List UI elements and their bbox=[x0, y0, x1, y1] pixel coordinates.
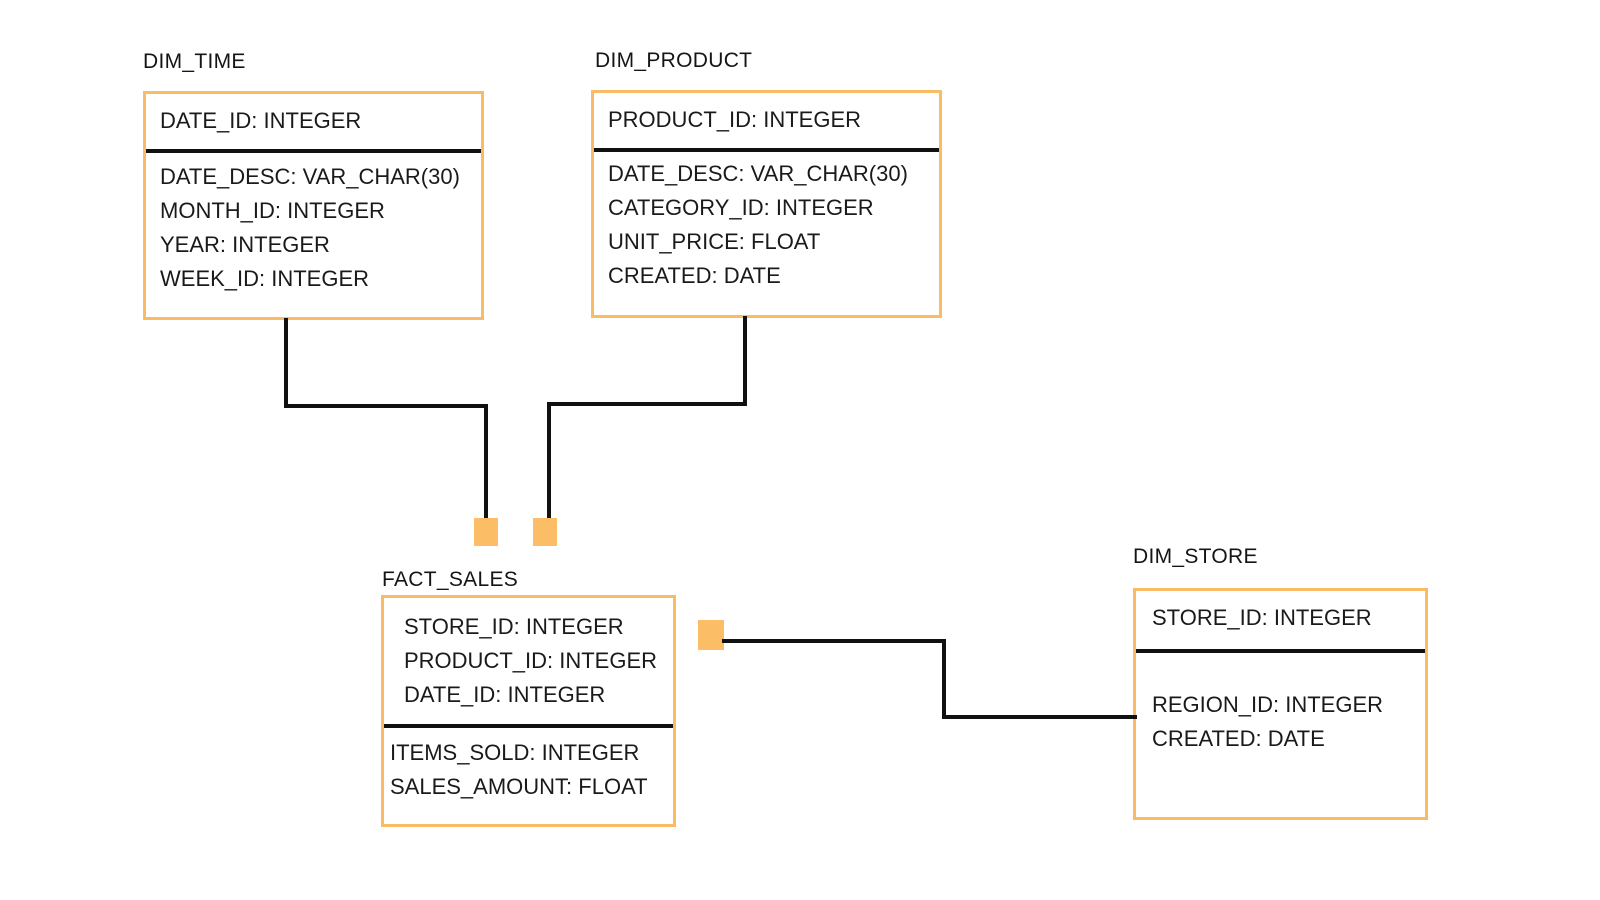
dim-product-divider bbox=[594, 148, 939, 152]
dim-store-pk-0: STORE_ID: INTEGER bbox=[1152, 605, 1372, 630]
dim-time-pk-section: DATE_ID: INTEGER bbox=[146, 94, 481, 151]
fact-sales-pk-section: STORE_ID: INTEGER PRODUCT_ID: INTEGER DA… bbox=[384, 598, 673, 724]
link-dim-time-segment-v1 bbox=[284, 318, 288, 408]
dim-time-attr-1: MONTH_ID: INTEGER bbox=[160, 198, 385, 223]
dim-product-attr-1: CATEGORY_ID: INTEGER bbox=[608, 195, 874, 220]
connector-dim-time-fact-sales[interactable] bbox=[474, 518, 498, 546]
dim-product-attr-2: UNIT_PRICE: FLOAT bbox=[608, 229, 821, 254]
link-dim-product-segment-v2 bbox=[547, 402, 551, 524]
fact-sales-divider bbox=[384, 724, 673, 728]
link-dim-product-segment-v1 bbox=[743, 316, 747, 406]
dim-store-divider bbox=[1136, 649, 1425, 653]
dim-product-pk-0: PRODUCT_ID: INTEGER bbox=[608, 107, 862, 132]
table-dim-product[interactable]: PRODUCT_ID: INTEGER DATE_DESC: VAR_CHAR(… bbox=[591, 90, 942, 318]
dim-store-pk-section: STORE_ID: INTEGER bbox=[1136, 591, 1425, 651]
table-fact-sales[interactable]: STORE_ID: INTEGER PRODUCT_ID: INTEGER DA… bbox=[381, 595, 676, 827]
table-title-dim-time: DIM_TIME bbox=[143, 50, 246, 73]
link-dim-time-segment-h bbox=[284, 404, 488, 408]
table-title-dim-product: DIM_PRODUCT bbox=[595, 49, 753, 72]
dim-product-pk-section: PRODUCT_ID: INTEGER bbox=[594, 93, 939, 150]
link-dim-store-segment-h1 bbox=[722, 639, 946, 643]
fact-sales-pk-0: STORE_ID: INTEGER bbox=[404, 614, 624, 639]
dim-time-attr-2: YEAR: INTEGER bbox=[160, 232, 330, 257]
dim-store-attr-section: REGION_ID: INTEGER CREATED: DATE bbox=[1136, 688, 1425, 756]
link-dim-store-segment-h2 bbox=[942, 715, 1137, 719]
dim-time-attr-section: DATE_DESC: VAR_CHAR(30) MONTH_ID: INTEGE… bbox=[146, 160, 481, 296]
table-dim-store[interactable]: STORE_ID: INTEGER REGION_ID: INTEGER CRE… bbox=[1133, 588, 1428, 820]
fact-sales-pk-2: DATE_ID: INTEGER bbox=[404, 682, 606, 707]
fact-sales-attr-1: SALES_AMOUNT: FLOAT bbox=[390, 774, 648, 799]
dim-time-attr-0: DATE_DESC: VAR_CHAR(30) bbox=[160, 164, 460, 189]
dim-time-divider bbox=[146, 149, 481, 153]
dim-store-attr-0: REGION_ID: INTEGER bbox=[1152, 692, 1384, 717]
fact-sales-pk-1: PRODUCT_ID: INTEGER bbox=[404, 648, 658, 673]
connector-dim-product-fact-sales[interactable] bbox=[533, 518, 557, 546]
dim-time-pk-0: DATE_ID: INTEGER bbox=[160, 108, 362, 133]
dim-time-attr-3: WEEK_ID: INTEGER bbox=[160, 266, 370, 291]
link-dim-time-segment-v2 bbox=[484, 404, 488, 524]
table-dim-time[interactable]: DATE_ID: INTEGER DATE_DESC: VAR_CHAR(30)… bbox=[143, 91, 484, 320]
fact-sales-attr-0: ITEMS_SOLD: INTEGER bbox=[390, 740, 640, 765]
table-title-fact-sales: FACT_SALES bbox=[382, 568, 519, 591]
connector-fact-sales-dim-store[interactable] bbox=[698, 620, 724, 650]
dim-product-attr-3: CREATED: DATE bbox=[608, 263, 781, 288]
link-dim-store-segment-v bbox=[942, 639, 946, 719]
table-title-dim-store: DIM_STORE bbox=[1133, 545, 1258, 568]
fact-sales-attr-section: ITEMS_SOLD: INTEGER SALES_AMOUNT: FLOAT bbox=[384, 736, 673, 804]
dim-product-attr-0: DATE_DESC: VAR_CHAR(30) bbox=[608, 161, 908, 186]
dim-product-attr-section: DATE_DESC: VAR_CHAR(30) CATEGORY_ID: INT… bbox=[594, 157, 939, 293]
link-dim-product-segment-h bbox=[547, 402, 747, 406]
dim-store-attr-1: CREATED: DATE bbox=[1152, 726, 1325, 751]
